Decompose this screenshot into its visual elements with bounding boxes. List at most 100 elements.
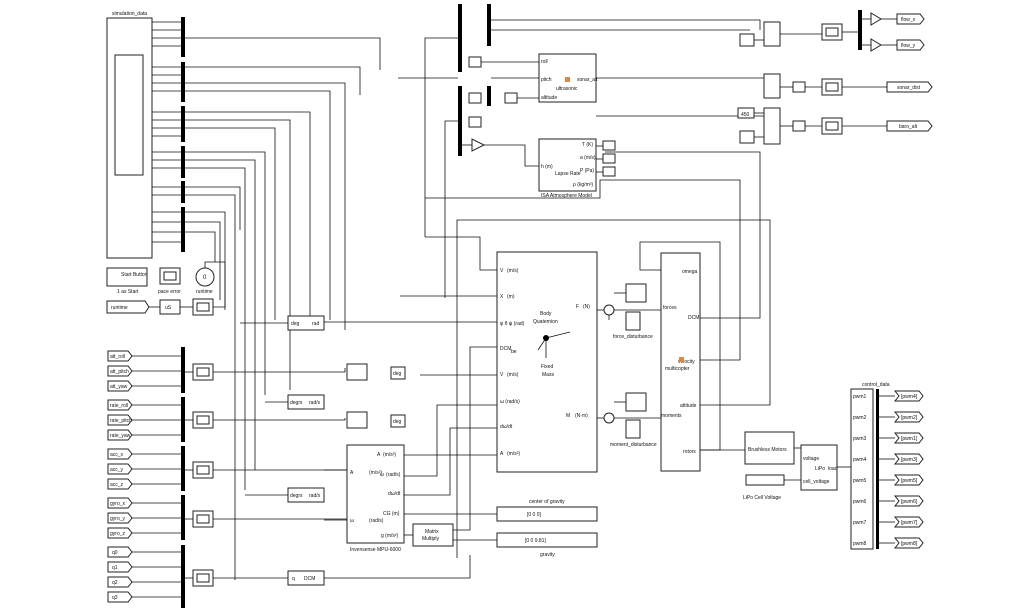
lipo-label: LiPo	[815, 466, 825, 472]
cog-value: [0 0 0]	[527, 512, 542, 518]
flow-gain[interactable]	[870, 38, 882, 52]
quat-to-dcm-out: DCM	[304, 576, 315, 582]
bq-fext-unit: (N)	[583, 304, 590, 310]
display-block[interactable]	[739, 33, 755, 47]
pace-error-label: pace error	[158, 289, 181, 295]
mc-dcm: DCM	[688, 315, 699, 321]
mpu-lines	[324, 346, 497, 579]
mux-block[interactable]	[346, 411, 368, 429]
goto-tag[interactable]	[107, 350, 133, 362]
mpu6000-block[interactable]	[346, 444, 405, 544]
force-disturbance-scope[interactable]	[625, 283, 647, 303]
pwm-tag[interactable]	[893, 411, 924, 423]
flow-gain[interactable]	[870, 12, 882, 26]
goto-tag[interactable]	[107, 497, 133, 509]
goto-tag[interactable]	[107, 576, 133, 588]
sonar-dist-tag[interactable]	[886, 81, 933, 93]
display-block[interactable]	[390, 414, 406, 428]
isa-terminator	[602, 153, 616, 164]
start-button[interactable]	[106, 267, 148, 287]
rad-to-deg-out: rad	[312, 321, 319, 327]
flow-x-tag[interactable]	[896, 13, 925, 25]
isa-terminator	[602, 140, 616, 151]
display-block[interactable]	[792, 81, 806, 93]
tag-acc-x: acc_x	[110, 452, 124, 458]
goto-tag[interactable]	[107, 561, 133, 573]
display-block[interactable]	[792, 120, 806, 132]
pace-error-screen	[163, 271, 177, 281]
moment-disturbance-scope[interactable]	[625, 392, 647, 412]
bus-bar	[181, 106, 185, 142]
bq-vb: V	[500, 372, 504, 378]
pwm-port-4: pwm4	[853, 457, 867, 463]
bq-mext: M	[566, 413, 570, 419]
sonar-dist-label: sonar_dist	[897, 85, 921, 91]
baro-alt-label: baro_alt	[899, 124, 918, 130]
baro-alt-tag[interactable]	[886, 120, 933, 132]
goto-tag[interactable]	[107, 448, 133, 460]
force-sum[interactable]	[603, 304, 615, 316]
fixed-mass-2: Mass	[542, 372, 554, 378]
bq-ab: A	[500, 451, 504, 457]
goto-tag[interactable]	[107, 380, 133, 392]
pwm-tag[interactable]	[893, 453, 924, 465]
pwm-tag[interactable]	[893, 390, 924, 402]
moment-disturbance-source[interactable]	[625, 419, 641, 439]
lipo-cell-voltage-display[interactable]	[745, 474, 785, 486]
pwm-tag-7: [pwm7]	[901, 520, 918, 526]
pwm-tag[interactable]	[893, 495, 924, 507]
pwm-tag[interactable]	[893, 537, 924, 549]
goto-tag[interactable]	[107, 527, 133, 539]
goto-tag[interactable]	[107, 546, 133, 558]
pwm-tag[interactable]	[893, 516, 924, 528]
pwm-tag[interactable]	[893, 474, 924, 486]
tag-acc-z: acc_z	[110, 482, 124, 488]
runtime-tag[interactable]	[106, 300, 150, 314]
brushless-motors-block[interactable]	[744, 431, 795, 465]
force-disturbance-source[interactable]	[625, 311, 641, 331]
rate-transition-icon	[196, 367, 210, 377]
tag-att-pitch: att_pitch	[110, 369, 129, 375]
bus-bar	[181, 17, 185, 57]
start-button-label: Start Button	[121, 272, 148, 278]
moment-sum[interactable]	[603, 412, 615, 424]
bq-fext: F	[576, 304, 579, 310]
goto-tag[interactable]	[107, 365, 133, 377]
pwm-port-1: pwm1	[853, 394, 867, 400]
cog-constant[interactable]	[496, 506, 598, 522]
control-data-block[interactable]	[850, 388, 874, 550]
bus-feed-lines	[185, 37, 381, 580]
mpu-ab: A	[377, 452, 381, 458]
display-block[interactable]	[390, 366, 406, 380]
body-quaternion-block[interactable]	[496, 251, 598, 473]
lipo-block[interactable]	[800, 444, 838, 491]
isa-atmosphere-block[interactable]	[538, 138, 597, 192]
pwm-tag[interactable]	[893, 432, 924, 444]
goto-tag[interactable]	[107, 512, 133, 524]
isa-P: P (Pa)	[580, 168, 594, 174]
pwm-port-6: pwm6	[853, 499, 867, 505]
matrix-multiply-block[interactable]	[412, 523, 454, 547]
gravity-constant[interactable]	[496, 532, 598, 548]
switch-block[interactable]	[763, 21, 781, 47]
pwm-tag-8: [pwm8]	[901, 541, 918, 547]
mc-attitude: attitude	[680, 403, 697, 409]
multicopter-icon	[679, 357, 684, 362]
bq-ve-unit: (m/s)	[507, 268, 519, 274]
goto-tag[interactable]	[107, 429, 133, 441]
goto-tag[interactable]	[107, 414, 133, 426]
moment-disturbance-label: moment_disturbance	[610, 442, 657, 448]
pwm-tag-4: [pwm3]	[901, 457, 918, 463]
left-tag-group: att_roll att_pitch att_yaw rate_roll rat…	[107, 350, 133, 603]
switch-block[interactable]	[763, 73, 781, 99]
goto-tag[interactable]	[107, 478, 133, 490]
goto-tag[interactable]	[107, 591, 133, 603]
goto-tag[interactable]	[107, 463, 133, 475]
flow-y-tag[interactable]	[896, 39, 925, 51]
mux-block[interactable]	[346, 363, 368, 381]
gain-triangle[interactable]	[471, 138, 486, 152]
goto-tag[interactable]	[107, 399, 133, 411]
display-block[interactable]	[739, 130, 755, 144]
sum-block[interactable]	[763, 107, 781, 145]
